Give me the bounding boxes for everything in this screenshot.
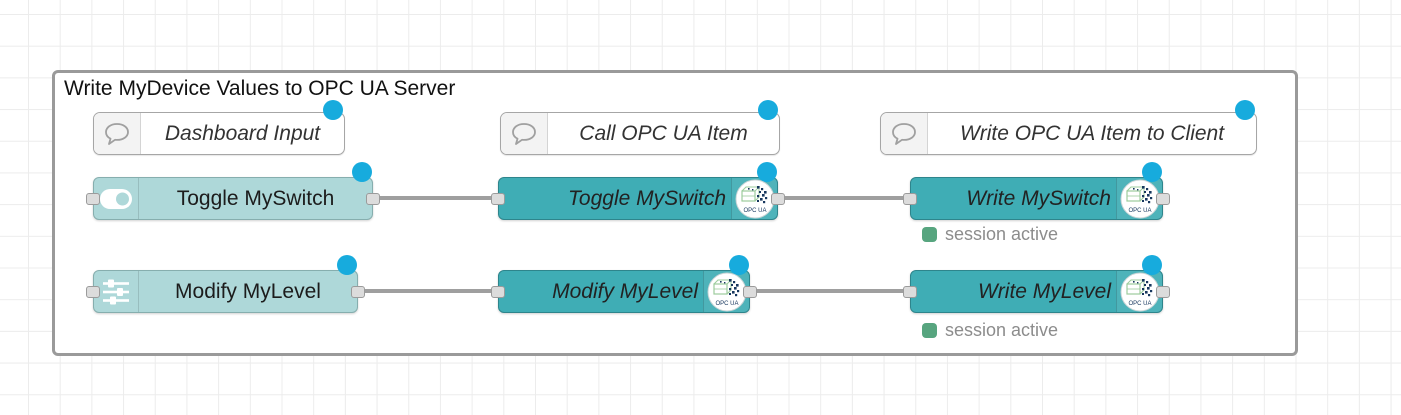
node-write-mylevel[interactable]: Write MyLevel OPC UA <box>903 255 1170 313</box>
wire-modify-row-2[interactable] <box>747 289 914 293</box>
svg-text:OPC UA: OPC UA <box>743 208 766 214</box>
node-toggle-myswitch-input[interactable]: Toggle MySwitch <box>86 162 380 220</box>
toggle-on-icon <box>94 178 139 219</box>
comment-bubble-icon <box>501 113 548 154</box>
node-label: Write MyLevel <box>977 279 1111 303</box>
node-label: Modify MyLevel <box>552 279 698 303</box>
svg-text:OPC UA: OPC UA <box>1128 301 1151 307</box>
changed-indicator <box>1142 162 1162 182</box>
status-text: session active <box>945 224 1059 244</box>
node-modify-mylevel-opcua-call[interactable]: Modify MyLevel OPC UA <box>491 255 757 313</box>
group-title: Write MyDevice Values to OPC UA Server <box>64 77 456 100</box>
opcua-logo-icon: OPC UA <box>1116 271 1162 312</box>
node-write-myswitch[interactable]: Write MySwitch OPC UA <box>903 162 1170 220</box>
output-port[interactable] <box>351 286 365 298</box>
opcua-logo-icon: OPC UA <box>703 271 749 312</box>
node-label: Write MySwitch <box>966 186 1111 210</box>
comment-bubble-icon <box>94 113 141 154</box>
svg-text:OPC UA: OPC UA <box>715 301 738 307</box>
input-port[interactable] <box>86 286 100 298</box>
comment-bubble-icon <box>881 113 928 154</box>
changed-indicator <box>758 100 778 120</box>
node-modify-mylevel-input[interactable]: Modify MyLevel <box>86 255 365 313</box>
status-connected-dot <box>922 323 937 338</box>
sliders-icon <box>94 271 139 312</box>
changed-indicator <box>337 255 357 275</box>
comment-node-dashboard-input[interactable]: Dashboard Input <box>93 100 345 155</box>
node-toggle-myswitch-opcua-call[interactable]: Toggle MySwitch OPC UA <box>491 162 785 220</box>
output-port[interactable] <box>771 193 785 205</box>
input-port[interactable] <box>491 193 505 205</box>
changed-indicator <box>729 255 749 275</box>
wire-toggle-row-1[interactable] <box>370 196 504 200</box>
comment-label: Write OPC UA Item to Client <box>959 121 1225 145</box>
status-text: session active <box>945 320 1059 340</box>
changed-indicator <box>757 162 777 182</box>
comment-node-call-opcua-item[interactable]: Call OPC UA Item <box>500 100 780 155</box>
output-port[interactable] <box>743 286 757 298</box>
opcua-logo-icon: OPC UA <box>731 178 777 219</box>
node-label: Modify MyLevel <box>175 279 321 303</box>
output-port[interactable] <box>366 193 380 205</box>
node-label: Toggle MySwitch <box>176 186 335 210</box>
svg-text:OPC UA: OPC UA <box>1128 208 1151 214</box>
node-label: Toggle MySwitch <box>568 186 726 210</box>
changed-indicator <box>323 100 343 120</box>
opcua-logo-icon: OPC UA <box>1116 178 1162 219</box>
changed-indicator <box>1235 100 1255 120</box>
wire-modify-row-1[interactable] <box>355 289 504 293</box>
status-connected-dot <box>922 227 937 242</box>
comment-label: Call OPC UA Item <box>579 121 748 145</box>
input-port[interactable] <box>491 286 505 298</box>
wire-toggle-row-2[interactable] <box>775 196 914 200</box>
output-port[interactable] <box>1156 193 1170 205</box>
output-port[interactable] <box>1156 286 1170 298</box>
changed-indicator <box>1142 255 1162 275</box>
node-status-write-mylevel: session active <box>922 320 1058 341</box>
comment-node-write-opcua-item-to-client[interactable]: Write OPC UA Item to Client <box>880 100 1257 155</box>
node-status-write-myswitch: session active <box>922 224 1058 245</box>
input-port[interactable] <box>903 286 917 298</box>
input-port[interactable] <box>903 193 917 205</box>
changed-indicator <box>352 162 372 182</box>
input-port[interactable] <box>86 193 100 205</box>
comment-label: Dashboard Input <box>164 121 321 145</box>
